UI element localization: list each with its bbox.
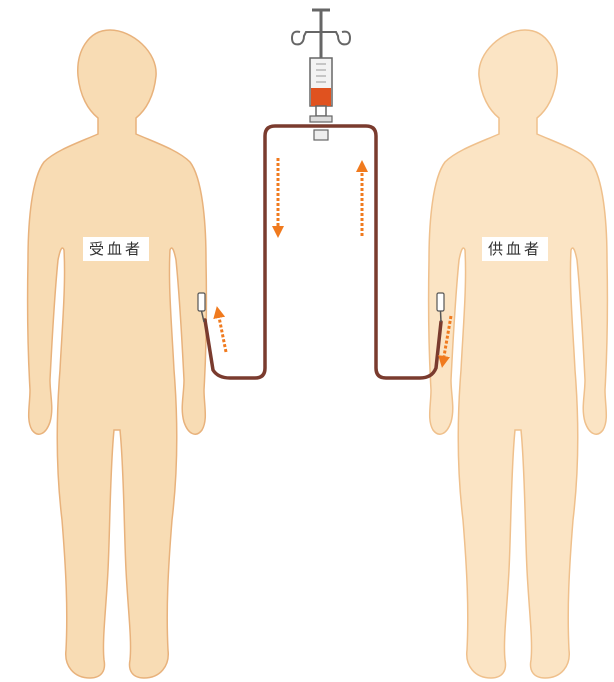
arrow-recipient-arm [218,312,226,352]
recipient-label: 受血者 [83,237,149,261]
syringe [292,10,350,140]
transfusion-tube [205,126,441,378]
donor-figure [429,30,608,678]
donor-label: 供血者 [482,237,548,261]
flow-arrows [218,158,451,362]
recipient-figure [28,30,207,678]
